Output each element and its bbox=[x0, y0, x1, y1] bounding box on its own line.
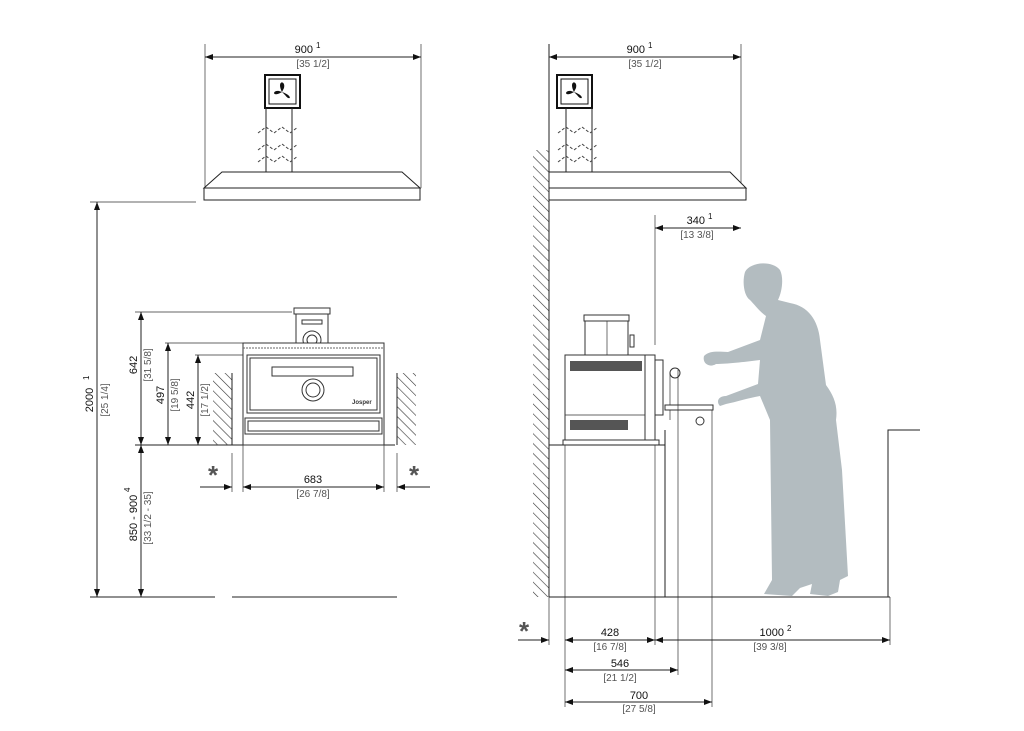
dimension-340: 340 1 [13 3/8] bbox=[654, 212, 741, 345]
dim-inch: [26 7/8] bbox=[296, 489, 330, 500]
clearance-asterisk: * bbox=[519, 616, 530, 646]
dim-inch: [13 3/8] bbox=[680, 230, 714, 241]
dimension-hood-width-right: 900 1 [35 1/2] bbox=[549, 41, 742, 200]
dimension-hood-width-left: 900 1 [35 1/2] bbox=[204, 41, 422, 188]
oven-side bbox=[562, 314, 714, 446]
dim-inch: [17 1/2] bbox=[200, 383, 211, 417]
person-silhouette bbox=[703, 263, 848, 596]
dim-value: 428 bbox=[601, 627, 619, 639]
exhaust-duct bbox=[257, 108, 299, 172]
dim-inch: [25 1/4] bbox=[100, 383, 111, 417]
dimension-counter-height: 850 - 900 4 [33 1/2 - 35] bbox=[123, 445, 154, 597]
wall-hatch bbox=[533, 150, 549, 597]
dim-value: 700 bbox=[630, 690, 648, 702]
clearance-asterisk-right: * bbox=[409, 460, 420, 490]
dim-inch: [21 1/2] bbox=[603, 673, 637, 684]
dim-inch: [27 5/8] bbox=[622, 704, 656, 715]
brand-logo: Josper bbox=[352, 400, 372, 406]
dim-note: 1 bbox=[82, 375, 91, 380]
dimension-700: 700 [27 5/8] bbox=[565, 690, 712, 715]
dim-value: 497 bbox=[155, 386, 167, 404]
dim-inch: [35 1/2] bbox=[628, 59, 662, 70]
dimension-497: 497 [19 5/8] bbox=[155, 342, 243, 445]
dim-note: 2 bbox=[787, 624, 792, 633]
dim-note: 1 bbox=[648, 41, 653, 50]
opposite-counter bbox=[887, 429, 920, 597]
dim-value: 442 bbox=[185, 391, 197, 409]
dim-value: 1000 bbox=[760, 627, 784, 639]
dimension-hood-height: 2000 1 [25 1/4] bbox=[82, 201, 196, 597]
side-view: 900 1 [35 1/2] 340 1 [13 3/8] bbox=[518, 41, 920, 715]
extractor-fan-icon bbox=[264, 74, 301, 109]
dim-note: 1 bbox=[316, 41, 321, 50]
dim-inch: [33 1/2 - 35] bbox=[143, 491, 154, 545]
dimension-442: 442 [17 1/2] bbox=[185, 354, 245, 445]
dim-inch: [31 5/8] bbox=[143, 348, 154, 382]
dim-inch: [39 3/8] bbox=[753, 642, 787, 653]
oven-front: Josper bbox=[242, 307, 385, 446]
clearance-asterisk-left: * bbox=[208, 460, 219, 490]
dim-inch: [16 7/8] bbox=[593, 642, 627, 653]
dimension-683: 683 [26 7/8] * * bbox=[200, 445, 430, 500]
extractor-fan-icon bbox=[556, 74, 593, 109]
exhaust-duct bbox=[557, 108, 599, 172]
counter-side bbox=[549, 370, 713, 707]
dim-value: 900 bbox=[627, 44, 645, 56]
dim-value: 546 bbox=[611, 658, 629, 670]
dim-note: 4 bbox=[123, 487, 132, 492]
dim-value: 683 bbox=[304, 474, 322, 486]
dimension-428: * 428 [16 7/8] bbox=[518, 616, 655, 653]
hood bbox=[548, 171, 748, 201]
dim-value: 2000 bbox=[84, 388, 96, 412]
dim-value: 850 - 900 bbox=[128, 495, 140, 541]
dim-inch: [35 1/2] bbox=[296, 59, 330, 70]
hood bbox=[202, 171, 422, 201]
wall-hatch-right bbox=[397, 373, 416, 445]
front-view: 900 1 [35 1/2] 2000 1 [25 1/4] 642 [31 5… bbox=[82, 41, 430, 598]
dim-value: 900 bbox=[295, 44, 313, 56]
dimension-1000: 1000 2 [39 3/8] bbox=[655, 624, 890, 653]
dimension-546: 546 [21 1/2] bbox=[565, 658, 678, 684]
wall-hatch-left bbox=[213, 373, 232, 445]
dim-inch: [19 5/8] bbox=[170, 378, 181, 412]
dim-note: 1 bbox=[708, 212, 713, 221]
dim-value: 340 bbox=[687, 215, 705, 227]
dimension-642: 642 [31 5/8] bbox=[128, 311, 292, 445]
dim-value: 642 bbox=[128, 356, 140, 374]
